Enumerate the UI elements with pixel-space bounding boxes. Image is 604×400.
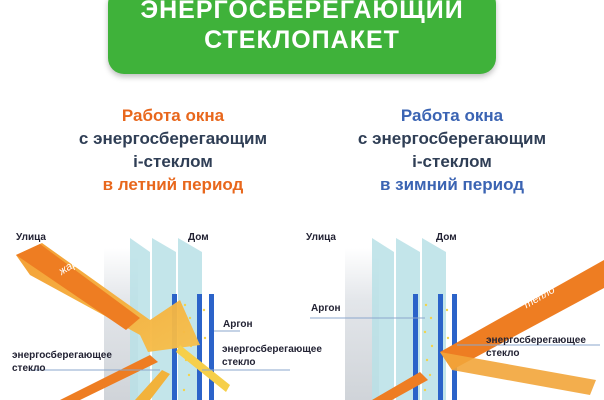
winter-reflected-ray (440, 352, 596, 395)
winter-argon-dots (423, 303, 450, 392)
summer-passing-ray (176, 345, 230, 392)
winter-home-label: Дом (436, 232, 457, 243)
winter-argon-label: Аргон (311, 303, 341, 314)
summer-spacer-2 (197, 294, 202, 400)
summer-spacer-3 (209, 294, 214, 400)
summer-glass-label-right: энергосберегающее стекло (222, 344, 322, 368)
banner-title-line1: ЭНЕРГОСБЕРЕГАЮЩИЙ (140, 0, 464, 24)
summer-heading-line2: с энергосберегающим (78, 129, 268, 148)
winter-heading: Работа окна с энергосберегающим i-стекло… (327, 104, 577, 196)
winter-street-label: Улица (306, 232, 336, 243)
summer-heading-line3: i-стеклом (133, 152, 213, 171)
summer-home-label: Дом (188, 232, 209, 243)
winter-warmth-arrow (440, 260, 604, 370)
winter-heading-line3: i-стеклом (412, 152, 492, 171)
winter-spacer-1 (413, 294, 418, 400)
summer-reflected-ray-2 (135, 370, 170, 400)
summer-reflected-ray-1 (60, 355, 158, 400)
winter-glass-pane-1 (372, 238, 394, 400)
winter-heat-loss-ray (372, 372, 428, 400)
summer-heading-line1: Работа окна (121, 106, 225, 125)
winter-spacer-2 (438, 294, 443, 400)
summer-heading: Работа окна с энергосберегающим i-стекло… (48, 104, 298, 196)
banner-title-line2: СТЕКЛОПАКЕТ (204, 26, 400, 54)
winter-heading-line2: с энергосберегающим (357, 129, 547, 148)
summer-heat-arrow-main (16, 244, 140, 330)
summer-street-label: Улица (16, 232, 46, 243)
summer-glass-label-left: энергосберегающее стекло (12, 350, 112, 374)
winter-glass-label: энергосберегающее стекло (486, 335, 586, 359)
winter-heading-line4: в зимний период (379, 175, 525, 194)
winter-heading-line1: Работа окна (400, 106, 504, 125)
summer-diagram: жара (16, 238, 290, 400)
winter-diagram: тепло (310, 238, 604, 400)
summer-heading-line4: в летний период (102, 175, 244, 194)
title-banner: ЭНЕРГОСБЕРЕГАЮЩИЙ СТЕКЛОПАКЕТ (108, 0, 496, 74)
summer-argon-label: Аргон (223, 319, 253, 330)
